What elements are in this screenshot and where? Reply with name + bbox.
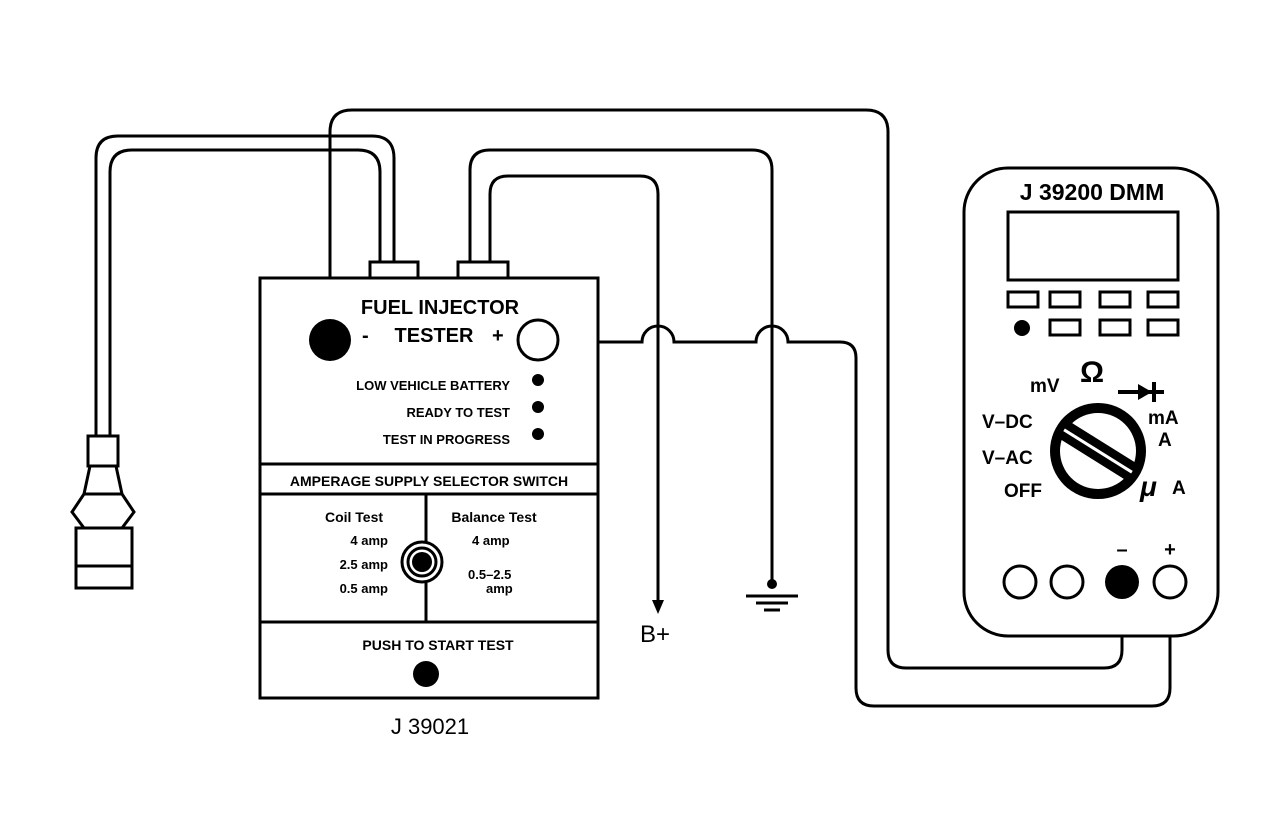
bplus-arrow-icon [652, 600, 664, 614]
coil-option-4amp: 4 amp [350, 533, 388, 548]
mode-ohm-label: Ω [1080, 356, 1104, 389]
negative-lead-wire [328, 108, 1124, 670]
balance-option-amp: amp [486, 581, 513, 596]
positive-lead-wire [560, 324, 1172, 708]
start-test-button[interactable] [413, 661, 439, 687]
coil-test-title: Coil Test [325, 509, 383, 525]
mode-vac-label: V–AC [982, 448, 1033, 469]
ground-icon [746, 579, 798, 612]
tester-model-label: J 39021 [391, 714, 469, 739]
balance-test-title: Balance Test [451, 509, 537, 525]
mode-a-label: A [1158, 430, 1172, 451]
tester-plus-label: + [492, 325, 504, 347]
coil-option-0-5amp: 0.5 amp [340, 581, 388, 596]
indicator-label-ready: READY TO TEST [406, 405, 510, 420]
indicator-label-low-battery: LOW VEHICLE BATTERY [356, 378, 510, 393]
mode-ua-label: A [1172, 478, 1186, 499]
in-progress-led [532, 428, 544, 440]
diode-icon [1118, 382, 1164, 402]
amperage-selector-knob[interactable] [400, 540, 444, 584]
balance-option-range: 0.5–2.5 [468, 567, 511, 582]
selector-switch-title: AMPERAGE SUPPLY SELECTOR SWITCH [290, 473, 568, 489]
dmm-button[interactable] [1048, 290, 1082, 309]
bplus-label: B+ [640, 621, 670, 648]
indicator-label-in-progress: TEST IN PROGRESS [383, 432, 510, 447]
injector-connector-icon [70, 434, 136, 590]
dmm-rotary-dial[interactable] [1050, 403, 1146, 499]
dmm-button[interactable] [1146, 290, 1180, 309]
dmm-buttons [1006, 290, 1180, 337]
jack-minus-label: – [1116, 539, 1127, 561]
dmm-body [962, 166, 1220, 638]
coil-option-2-5amp: 2.5 amp [340, 557, 388, 572]
dmm-button[interactable] [1098, 290, 1132, 309]
dmm-button[interactable] [1006, 290, 1040, 309]
dmm-negative-jack[interactable] [1105, 565, 1139, 599]
dmm-jack[interactable] [1002, 564, 1038, 600]
power-lead-outer [468, 148, 774, 580]
push-to-start-label: PUSH TO START TEST [362, 637, 514, 653]
low-battery-led [532, 374, 544, 386]
tester-title-line1: FUEL INJECTOR [361, 297, 520, 319]
dmm-title: J 39200 DMM [1020, 179, 1164, 205]
injector-harness-wire-inner [108, 148, 382, 440]
mode-mv-label: mV [1030, 376, 1060, 397]
injector-harness-wire-outer [94, 134, 396, 440]
tester-title-line2: TESTER [395, 325, 474, 347]
dmm-jack[interactable] [1049, 564, 1085, 600]
mode-micro-symbol: μ [1139, 471, 1157, 502]
dmm-positive-jack[interactable] [1152, 564, 1188, 600]
wiring [94, 108, 1172, 708]
dmm-button[interactable] [1048, 318, 1082, 337]
mode-ma-label: mA [1148, 408, 1179, 429]
balance-option-4amp: 4 amp [472, 533, 510, 548]
digital-multimeter: J 39200 DMM mV Ω V–DC V–AC OFF mA A μ A [962, 166, 1220, 638]
dmm-power-button[interactable] [1014, 320, 1030, 336]
ready-led [532, 401, 544, 413]
dmm-display [1006, 210, 1180, 282]
mode-vdc-label: V–DC [982, 412, 1033, 433]
mode-off-label: OFF [1004, 481, 1042, 502]
dmm-button[interactable] [1146, 318, 1180, 337]
dmm-button[interactable] [1098, 318, 1132, 337]
power-lead-inner [488, 174, 660, 602]
tester-positive-jack[interactable] [516, 318, 560, 362]
jack-plus-label: + [1164, 539, 1176, 561]
tester-negative-jack[interactable] [309, 319, 351, 361]
fuel-injector-tester: FUEL INJECTOR TESTER - + LOW VEHICLE BAT… [258, 260, 600, 739]
tester-minus-label: - [362, 325, 369, 347]
